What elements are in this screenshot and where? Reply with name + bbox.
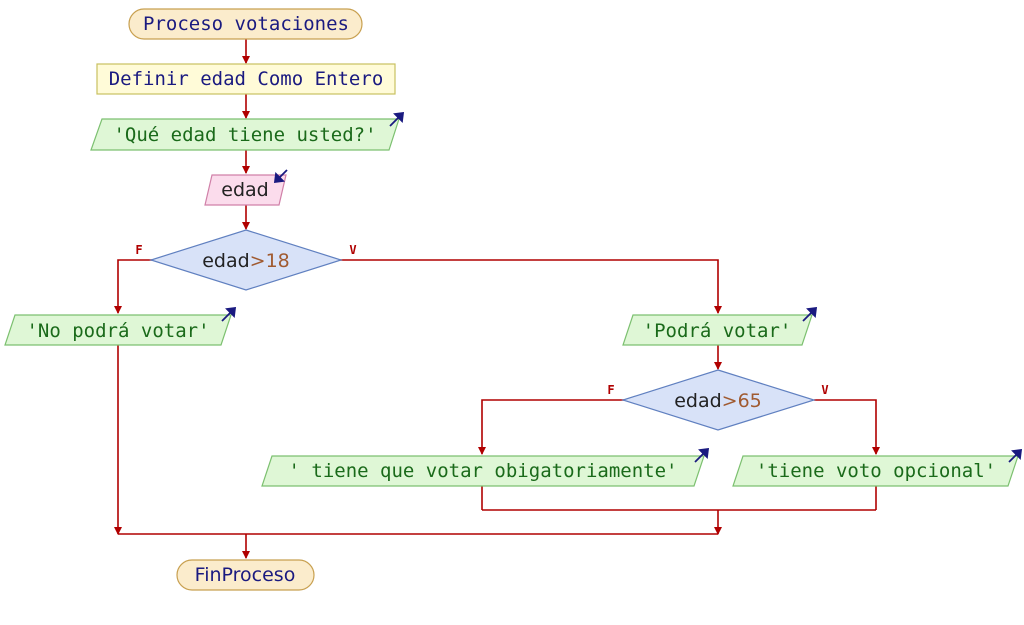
decision-1-op: > (250, 250, 266, 272)
end-label: FinProceso (195, 564, 296, 586)
output-arrow-icon (1008, 448, 1023, 463)
decision-edad-65: edad>65 F V (607, 369, 829, 431)
output-arrow-icon (389, 111, 405, 127)
output-arrow-icon (221, 306, 237, 322)
output-optional-label: 'tiene voto opcional' (756, 460, 996, 482)
decision-1-num: 18 (266, 250, 290, 272)
define-block: Definir edad Como Entero (96, 63, 396, 95)
decision-1-false-label: F (135, 243, 142, 257)
decision-2-op: > (722, 390, 738, 412)
connector-cond2-false (478, 399, 624, 455)
end-terminal: FinProceso (176, 559, 315, 591)
decision-2-var: edad (674, 390, 721, 412)
connector-cond1-false (114, 259, 152, 314)
input-edad-label: edad (221, 179, 268, 201)
decision-2-label: edad>65 (674, 390, 762, 412)
connector-cond1-true (340, 259, 722, 314)
output-yes-vote-label: 'Podrá votar' (643, 320, 792, 342)
output-mandatory: ' tiene que votar obigatoriamente' (261, 447, 710, 487)
decision-1-label: edad>18 (202, 250, 290, 272)
output-mandatory-label: ' tiene que votar obigatoriamente' (289, 460, 678, 482)
connectors (114, 39, 880, 559)
decision-edad-18: edad>18 F V (135, 229, 357, 291)
output-no-vote-label: 'No podrá votar' (26, 320, 209, 342)
input-arrow-icon (273, 169, 288, 184)
output-arrow-icon (802, 306, 818, 322)
output-optional: 'tiene voto opcional' (732, 448, 1023, 487)
start-label: Proceso votaciones (143, 13, 349, 35)
output-arrow-icon (694, 447, 710, 463)
output-no-vote: 'No podrá votar' (4, 306, 237, 346)
output-question: 'Qué edad tiene usted?' (90, 111, 405, 151)
decision-2-true-label: V (821, 383, 828, 397)
define-label: Definir edad Como Entero (109, 68, 384, 90)
decision-1-true-label: V (349, 243, 356, 257)
input-edad: edad (204, 169, 288, 206)
decision-1-var: edad (202, 250, 249, 272)
output-question-label: 'Qué edad tiene usted?' (113, 124, 376, 146)
decision-2-num: 65 (738, 390, 762, 412)
start-terminal: Proceso votaciones (128, 8, 363, 40)
output-yes-vote: 'Podrá votar' (622, 306, 818, 346)
connector-cond2-true (814, 399, 880, 455)
decision-2-false-label: F (607, 383, 614, 397)
